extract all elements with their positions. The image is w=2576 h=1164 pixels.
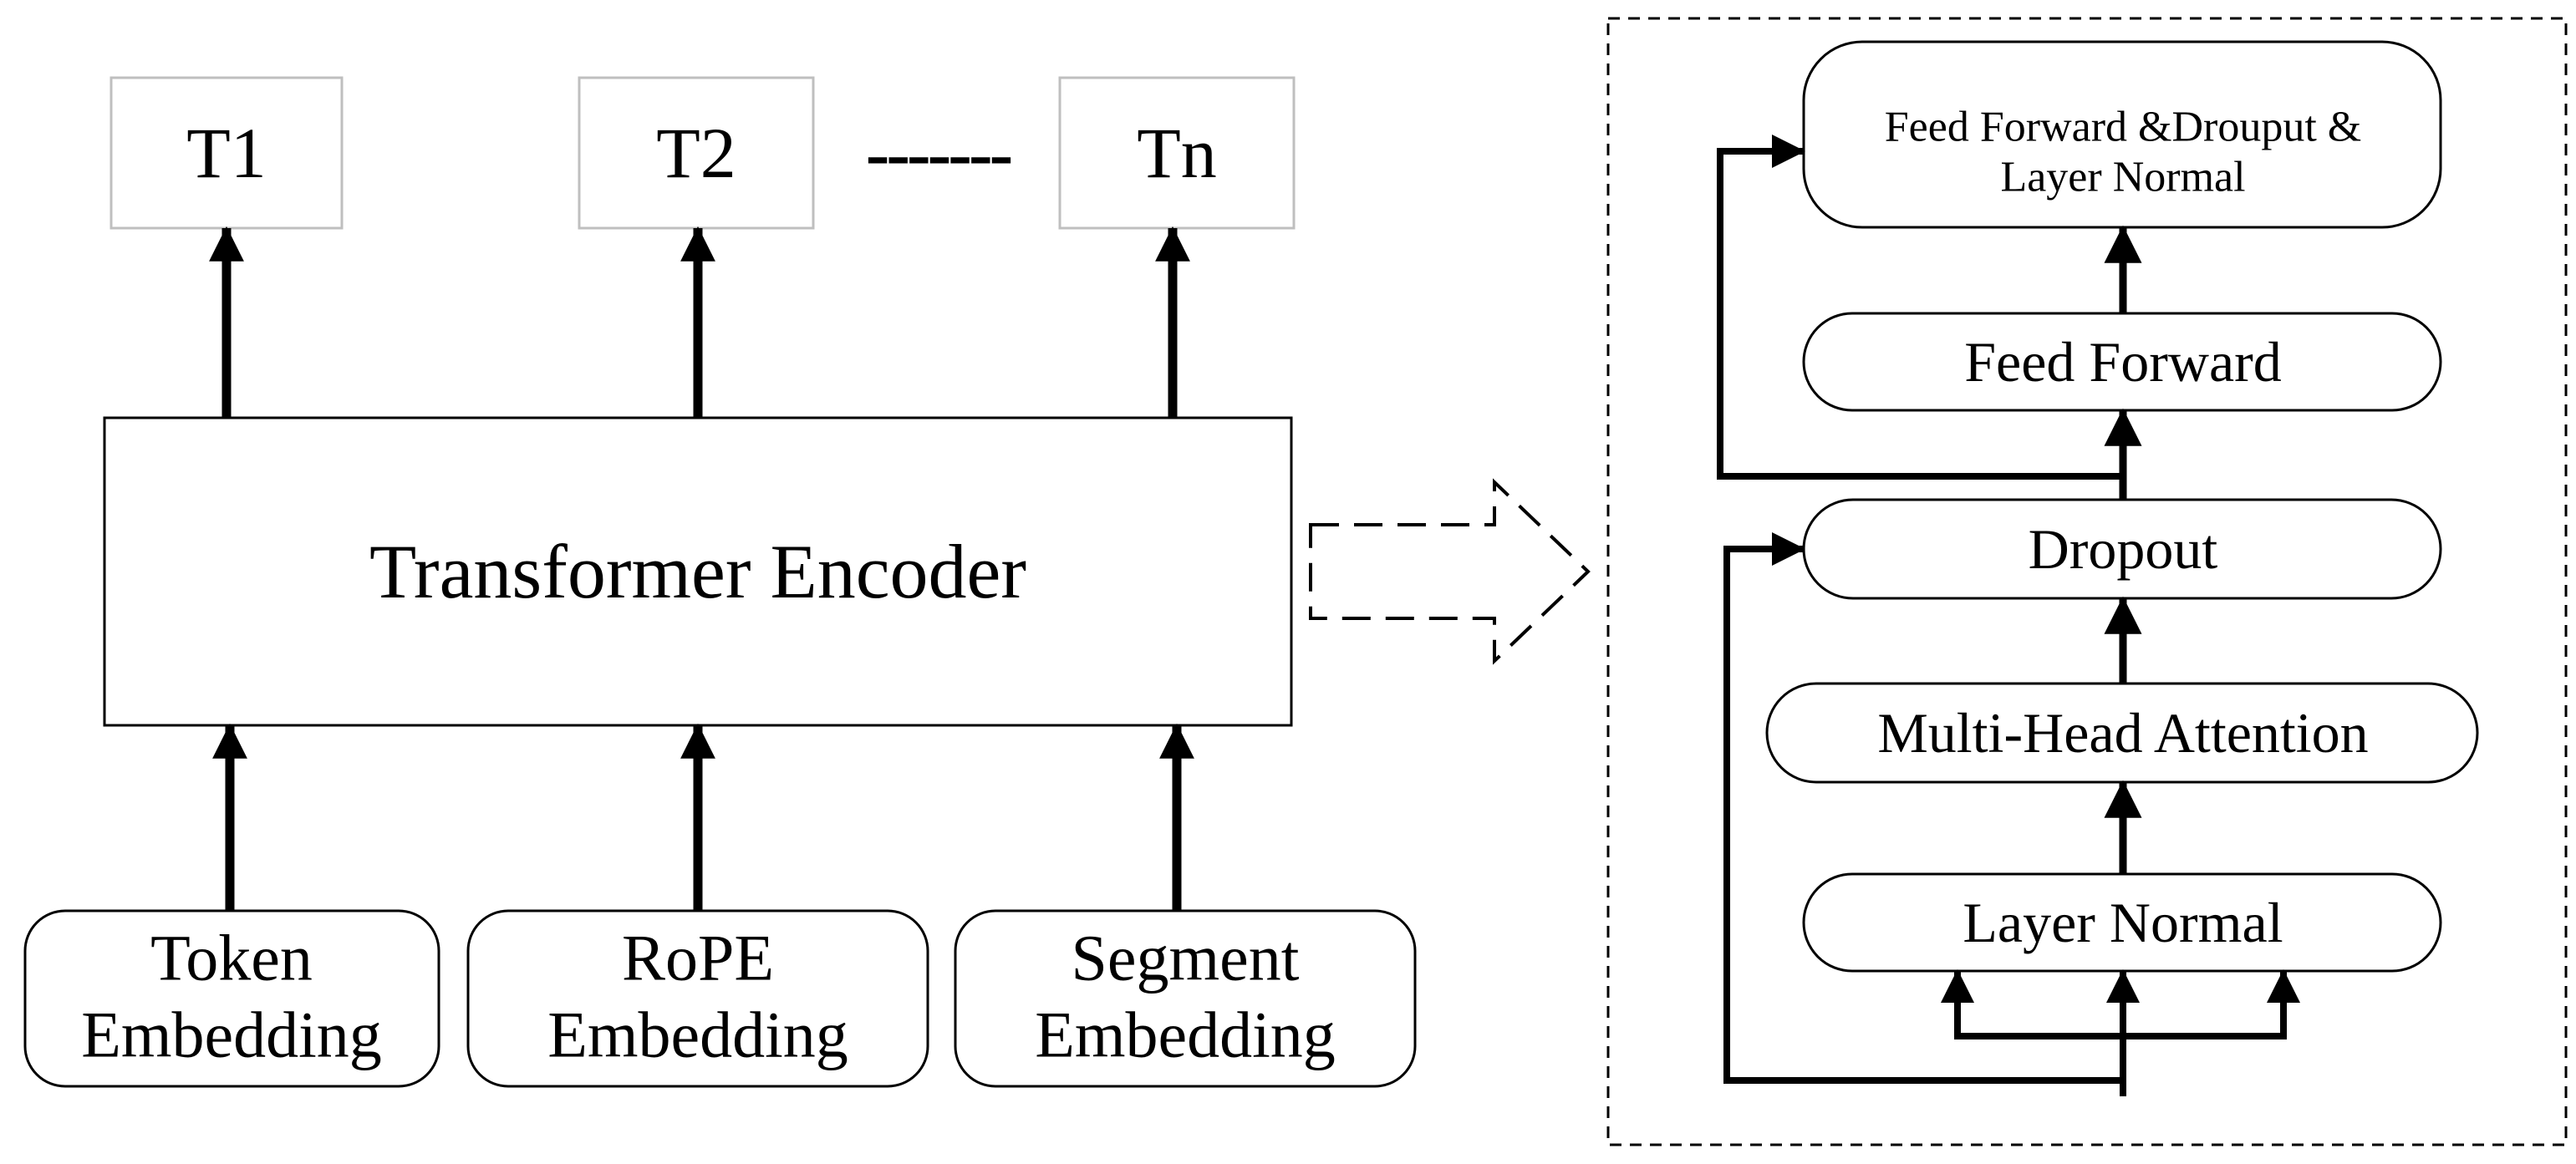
residual-input-to-dropout [1723,532,2126,1096]
ffn-dropout-norm-line1: Feed Forward &Drouput & [1885,104,2361,151]
output-label-t1: T1 [186,113,267,193]
encoder-output-arrows [209,226,1190,418]
feed-forward-label: Feed Forward [1964,330,2282,394]
transformer-encoder-label: Transformer Encoder [369,529,1026,614]
embeddings: Token Embedding RoPE Embedding Segment E… [23,909,1417,1088]
output-ellipsis: ------- [866,113,1011,193]
output-box-t1 [109,76,344,230]
ffn-dropout-norm-line2: Layer Normal [2000,154,2245,201]
rope-embedding-box [466,909,929,1088]
output-box-t2 [578,76,815,230]
expand-arrow [1309,478,1591,665]
encoder-layer-blocks: Feed Forward &Drouput & Layer Normal Fee… [1765,40,2479,973]
token-embedding-line2: Embedding [81,999,382,1071]
dropout-label: Dropout [2029,517,2218,581]
segment-embedding-box [954,909,1417,1088]
transformer-encoder-box [103,416,1293,727]
token-embedding-line1: Token [150,922,313,994]
residual-dropout-to-output [1717,135,2126,500]
token-embedding-box [23,909,440,1088]
attention-input-fanout [1941,969,2300,1096]
input-branch-right [2123,969,2300,1039]
rope-embedding-line2: Embedding [547,999,848,1071]
layer-normal-label: Layer Normal [1963,891,2283,954]
input-branch-left [1941,969,2123,1039]
segment-embedding-line1: Segment [1072,922,1300,994]
multi-head-attention-label: Multi-Head Attention [1877,701,2368,765]
output-tokens: T1 T2 ------- Tn [109,76,1296,230]
rope-embedding-line1: RoPE [622,922,774,994]
embedding-input-arrows [212,723,1194,911]
output-label-t2: T2 [656,113,736,193]
output-label-tn: Tn [1137,113,1217,193]
segment-embedding-line2: Embedding [1035,999,1336,1071]
output-box-tn [1058,76,1296,230]
